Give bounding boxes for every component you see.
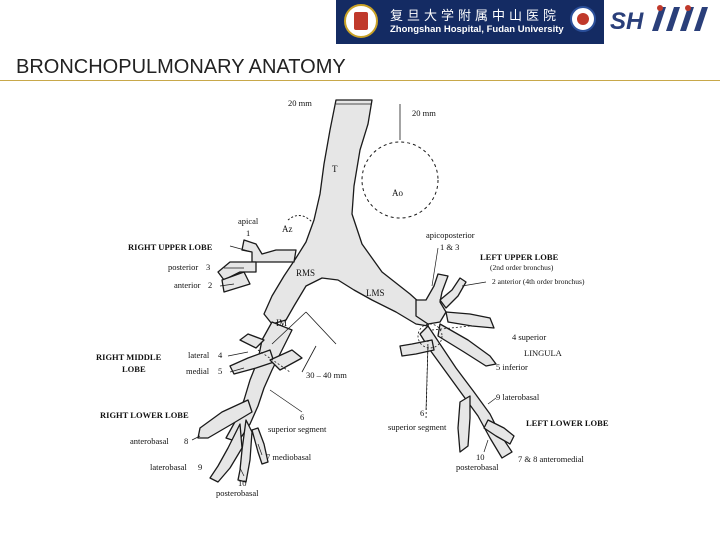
dimension-lines — [271, 103, 401, 373]
superior-segment-right-label: superior segment — [268, 424, 327, 434]
seg6-right-number: 6 — [300, 412, 304, 422]
left-upper-lobe-label: LEFT UPPER LOBE — [480, 252, 559, 262]
page-title: BRONCHOPULMONARY ANATOMY — [16, 56, 346, 78]
apical-number: 1 — [246, 228, 250, 238]
laterobasal-number: 9 — [198, 462, 202, 472]
posterior-label: posterior — [168, 262, 198, 272]
posterior-number: 3 — [206, 262, 210, 272]
azygos-outline — [287, 215, 313, 223]
lateral-label: lateral — [188, 350, 210, 360]
right-lower-lobe-label: RIGHT LOWER LOBE — [100, 410, 189, 420]
posterobasal-right-label: posterobasal — [216, 488, 259, 498]
trachea-label: T — [332, 164, 338, 174]
bronchial-tree-diagram: 20 mm 20 mm T Ao Az apical 1 RIGHT UPPER… — [96, 96, 624, 504]
apicoposterior-number: 1 & 3 — [440, 242, 459, 252]
inferior-left-label: 5 inferior — [496, 362, 528, 372]
dim-20mm-right-label: 20 mm — [412, 108, 436, 118]
im-label: IM — [276, 318, 287, 328]
svg-text:SH: SH — [610, 8, 644, 35]
hospital-name-english: Zhongshan Hospital, Fudan University — [390, 24, 564, 35]
anterobasal-number: 8 — [184, 436, 188, 446]
dim-30-40mm-label: 30 – 40 mm — [306, 370, 347, 380]
anterior-left-label: 2 anterior (4th order bronchus) — [492, 277, 585, 286]
institute-logo-icon: SH — [610, 5, 708, 35]
leader-lines — [191, 245, 497, 477]
posterobasal-left-label: posterobasal — [456, 462, 499, 472]
aorta-label: Ao — [392, 188, 403, 198]
aorta-outline — [361, 141, 439, 219]
seg6-left-number: 6 — [420, 408, 424, 418]
hospital-logo-icon — [344, 4, 378, 38]
anteromedial-left-label: 7 & 8 anteromedial — [518, 454, 584, 464]
dim-20mm-top-label: 20 mm — [288, 98, 312, 108]
anterior-label: anterior — [174, 280, 201, 290]
anterobasal-label: anterobasal — [130, 436, 169, 446]
lms-label: LMS — [366, 288, 385, 298]
apical-label: apical — [238, 216, 259, 226]
apicoposterior-label: apicoposterior — [426, 230, 475, 240]
right-middle-lobe-label-2: LOBE — [122, 364, 146, 374]
right-upper-lobe-label: RIGHT UPPER LOBE — [128, 242, 213, 252]
order-2nd-label: (2nd order bronchus) — [490, 263, 554, 272]
medial-number: 5 — [218, 366, 222, 376]
rms-label: RMS — [296, 268, 315, 278]
posterobasal-left-number: 10 — [476, 452, 485, 462]
bronchial-tree-svg: 20 mm 20 mm T Ao Az apical 1 RIGHT UPPER… — [96, 96, 624, 504]
laterobasal-left-label: 9 laterobasal — [496, 392, 540, 402]
mediobasal-label: 7 mediobasal — [266, 452, 312, 462]
posterobasal-right-number: 10 — [238, 478, 247, 488]
medial-label: medial — [186, 366, 210, 376]
hospital-name-chinese: 复旦大学附属中山医院 — [390, 9, 561, 24]
airway-tree — [197, 99, 515, 483]
university-seal-icon — [570, 6, 596, 32]
azygos-label: Az — [282, 224, 293, 234]
superior-left-label: 4 superior — [512, 332, 546, 342]
lingula-label: LINGULA — [524, 348, 563, 358]
left-lower-lobe-label: LEFT LOWER LOBE — [526, 418, 609, 428]
right-middle-lobe-label-1: RIGHT MIDDLE — [96, 352, 162, 362]
title-divider — [0, 80, 720, 81]
anterior-number: 2 — [208, 280, 212, 290]
laterobasal-label: laterobasal — [150, 462, 187, 472]
lateral-number: 4 — [218, 350, 223, 360]
superior-segment-left-label: superior segment — [388, 422, 447, 432]
